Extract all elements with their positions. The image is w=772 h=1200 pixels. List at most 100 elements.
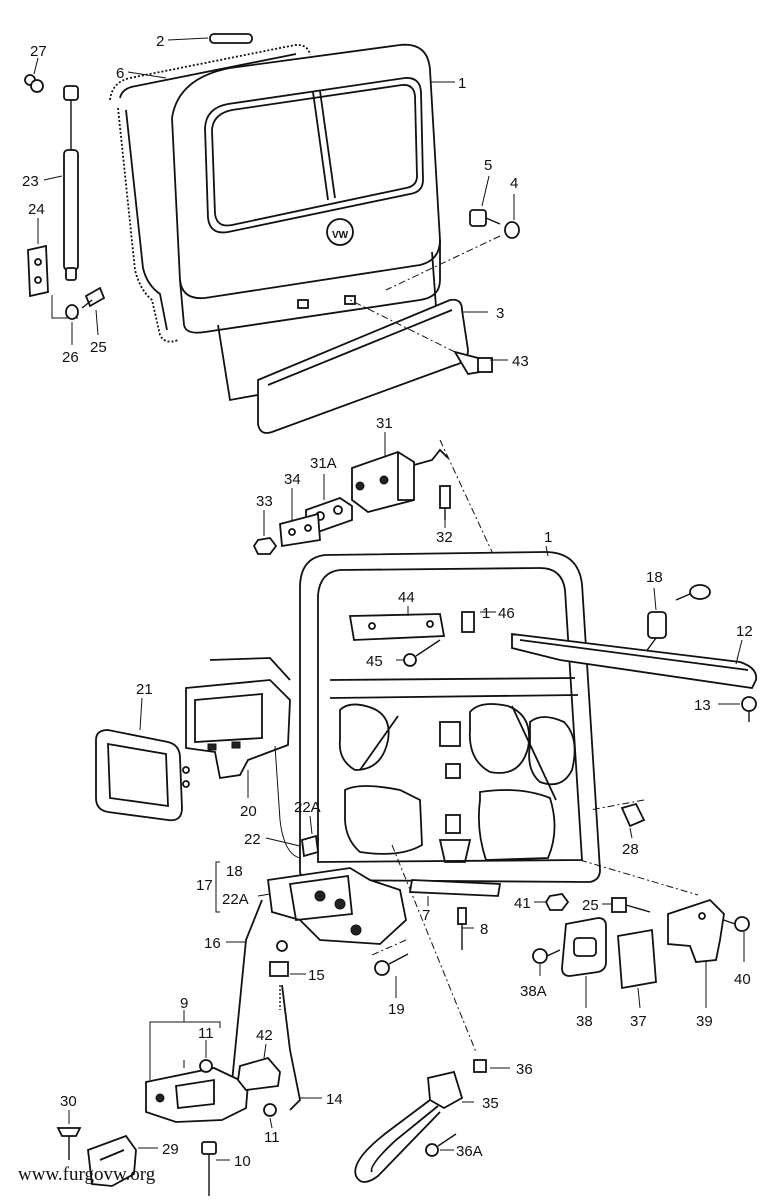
label-22: 22 [244, 831, 261, 848]
label-43: 43 [512, 353, 529, 370]
label-1-top: 1 [458, 75, 466, 92]
door-frame-1 [299, 551, 601, 883]
part-7-strip [408, 879, 502, 897]
seal-strip-6 [109, 44, 311, 343]
part-18-lock-cylinder [639, 584, 711, 661]
label-11-top: 11 [198, 1025, 214, 1042]
label-33: 33 [256, 493, 273, 510]
part-26-washer [65, 304, 79, 320]
label-31: 31 [376, 415, 393, 432]
part-35-strap [354, 1070, 464, 1183]
label-39: 39 [696, 1013, 713, 1030]
part-43-clip [453, 350, 493, 375]
label-31a: 31A [310, 455, 337, 472]
part-36a-screw [425, 1133, 457, 1157]
label-26: 26 [62, 349, 79, 366]
label-32: 32 [436, 529, 453, 546]
label-3: 3 [496, 305, 504, 322]
label-11-bottom: 11 [264, 1129, 280, 1146]
label-29: 29 [162, 1141, 179, 1158]
part-25-bolt-top [81, 286, 106, 309]
part-38-plate [561, 917, 607, 977]
label-1-46: 1 [482, 605, 490, 622]
label-46: 46 [498, 605, 515, 622]
part-33-nut [252, 537, 278, 555]
part-44-bracket [348, 613, 446, 641]
label-10: 10 [234, 1153, 251, 1170]
label-7: 7 [422, 907, 430, 924]
label-45: 45 [366, 653, 383, 670]
label-15: 15 [308, 967, 325, 984]
label-4: 4 [510, 175, 518, 192]
part-11-clip-bottom [263, 1103, 277, 1117]
label-21: 21 [136, 681, 153, 698]
label-38a: 38A [520, 983, 547, 1000]
part-11-clip-top [199, 1059, 213, 1073]
leader-lines [33, 37, 745, 1161]
label-22a-mid: 22A [222, 891, 249, 908]
label-24: 24 [28, 201, 45, 218]
label-25-top: 25 [90, 339, 107, 356]
part-12-rail [511, 632, 758, 689]
label-34: 34 [284, 471, 301, 488]
part-37-block [617, 928, 657, 990]
label-22a-top: 22A [294, 799, 321, 816]
part-41-nut [544, 893, 570, 911]
label-2: 2 [156, 33, 164, 50]
part-19-screw [374, 953, 409, 976]
part-39-striker [667, 898, 725, 963]
part-29-cover [87, 1134, 137, 1187]
part-23-gas-strut [63, 85, 79, 281]
part-34-plate [279, 512, 321, 548]
part-42-actuator [237, 1056, 281, 1091]
part-46-clip [461, 611, 475, 633]
part-4-washer [504, 221, 520, 239]
part-31-hinge [351, 448, 449, 513]
part-15-clip [269, 940, 289, 977]
label-41: 41 [514, 895, 531, 912]
part-2-cap [209, 33, 253, 44]
label-20: 20 [240, 803, 257, 820]
part-number-labels: 27 2 6 1 23 24 26 25 5 4 3 43 31 31A 34 … [22, 33, 753, 1170]
part-17-lock [266, 867, 407, 945]
part-28-buffer [620, 802, 646, 828]
label-30: 30 [60, 1093, 77, 1110]
svg-text:VW: VW [332, 230, 349, 241]
part-5-bolt [469, 209, 501, 227]
label-18-top: 18 [646, 569, 663, 586]
watermark-text: www.furgovw.org [18, 1164, 156, 1185]
label-27: 27 [30, 43, 47, 60]
part-9-latch [145, 1067, 249, 1123]
part-25-bolt-mid [611, 897, 651, 913]
part-27-ballstud [24, 74, 44, 93]
label-9: 9 [180, 995, 188, 1012]
label-38: 38 [576, 1013, 593, 1030]
part-8-pin [457, 907, 467, 950]
label-13: 13 [694, 697, 711, 714]
label-36a: 36A [456, 1143, 483, 1160]
label-18-mid: 18 [226, 863, 243, 880]
part-30-screw [56, 1127, 82, 1160]
part-36-clip [473, 1059, 487, 1073]
label-5: 5 [484, 157, 492, 174]
label-17: 17 [196, 877, 213, 894]
label-12: 12 [736, 623, 753, 640]
label-6: 6 [116, 65, 124, 82]
label-25-mid: 25 [582, 897, 599, 914]
part-20-handle [185, 657, 291, 780]
label-40: 40 [734, 971, 751, 988]
label-23: 23 [22, 173, 39, 190]
label-36: 36 [516, 1061, 533, 1078]
label-1-mid: 1 [544, 529, 552, 546]
label-42: 42 [256, 1027, 273, 1044]
part-22-clip [301, 834, 319, 858]
label-8: 8 [480, 921, 488, 938]
part-38a-bolt [532, 948, 561, 964]
part-13-screw [741, 696, 757, 722]
label-44: 44 [398, 589, 415, 606]
part-21-handle-surround [95, 729, 190, 822]
part-32-screw [439, 485, 451, 520]
label-37: 37 [630, 1013, 647, 1030]
part-40-screw [717, 916, 750, 932]
